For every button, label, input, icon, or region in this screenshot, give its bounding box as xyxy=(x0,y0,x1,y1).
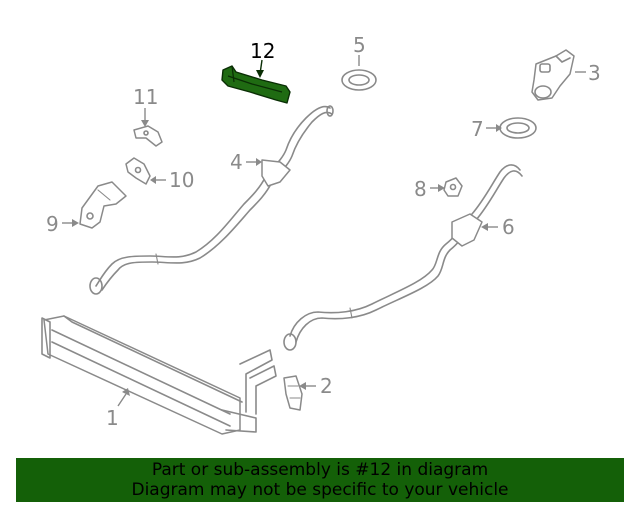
part-3-housing[interactable] xyxy=(531,49,575,101)
arrow-4 xyxy=(256,158,262,166)
part-4-coolant-pipe[interactable] xyxy=(89,105,334,295)
callout-11: 11 xyxy=(133,85,158,109)
arrow-12 xyxy=(256,70,264,78)
banner-line-2: Diagram may not be specific to your vehi… xyxy=(131,480,509,500)
callout-8: 8 xyxy=(414,177,427,201)
callout-5: 5 xyxy=(353,33,366,57)
callout-7: 7 xyxy=(471,117,484,141)
part-10-clip[interactable] xyxy=(125,157,151,185)
callout-12[interactable]: 12 xyxy=(250,39,275,63)
arrow-11 xyxy=(141,120,149,127)
callout-1: 1 xyxy=(106,406,119,430)
arrow-8 xyxy=(438,184,445,192)
callout-2: 2 xyxy=(320,374,333,398)
arrow-1 xyxy=(122,388,130,396)
part-5-seal-ring[interactable] xyxy=(341,69,377,91)
arrow-10 xyxy=(150,176,156,184)
info-banner: Part or sub-assembly is #12 in diagram D… xyxy=(16,458,624,502)
part-7-seal-ring[interactable] xyxy=(499,117,537,139)
arrow-7 xyxy=(496,124,502,132)
arrow-2 xyxy=(299,382,306,390)
arrow-6 xyxy=(481,223,488,231)
leader-1 xyxy=(117,393,127,407)
part-1-cooler[interactable] xyxy=(41,315,277,435)
part-6-coolant-pipe[interactable] xyxy=(155,164,523,351)
callout-9: 9 xyxy=(46,212,59,236)
callout-3: 3 xyxy=(588,61,601,85)
banner-line-1: Part or sub-assembly is #12 in diagram xyxy=(151,460,489,480)
part-8-clip[interactable] xyxy=(443,177,463,197)
callout-4: 4 xyxy=(230,150,243,174)
part-12-bracket[interactable] xyxy=(221,65,291,104)
callout-6: 6 xyxy=(502,215,515,239)
part-11-clip[interactable] xyxy=(133,125,163,147)
callout-10: 10 xyxy=(169,168,194,192)
part-2-bracket[interactable] xyxy=(283,375,303,411)
arrow-9 xyxy=(72,219,79,227)
part-9-bracket[interactable] xyxy=(79,181,127,229)
